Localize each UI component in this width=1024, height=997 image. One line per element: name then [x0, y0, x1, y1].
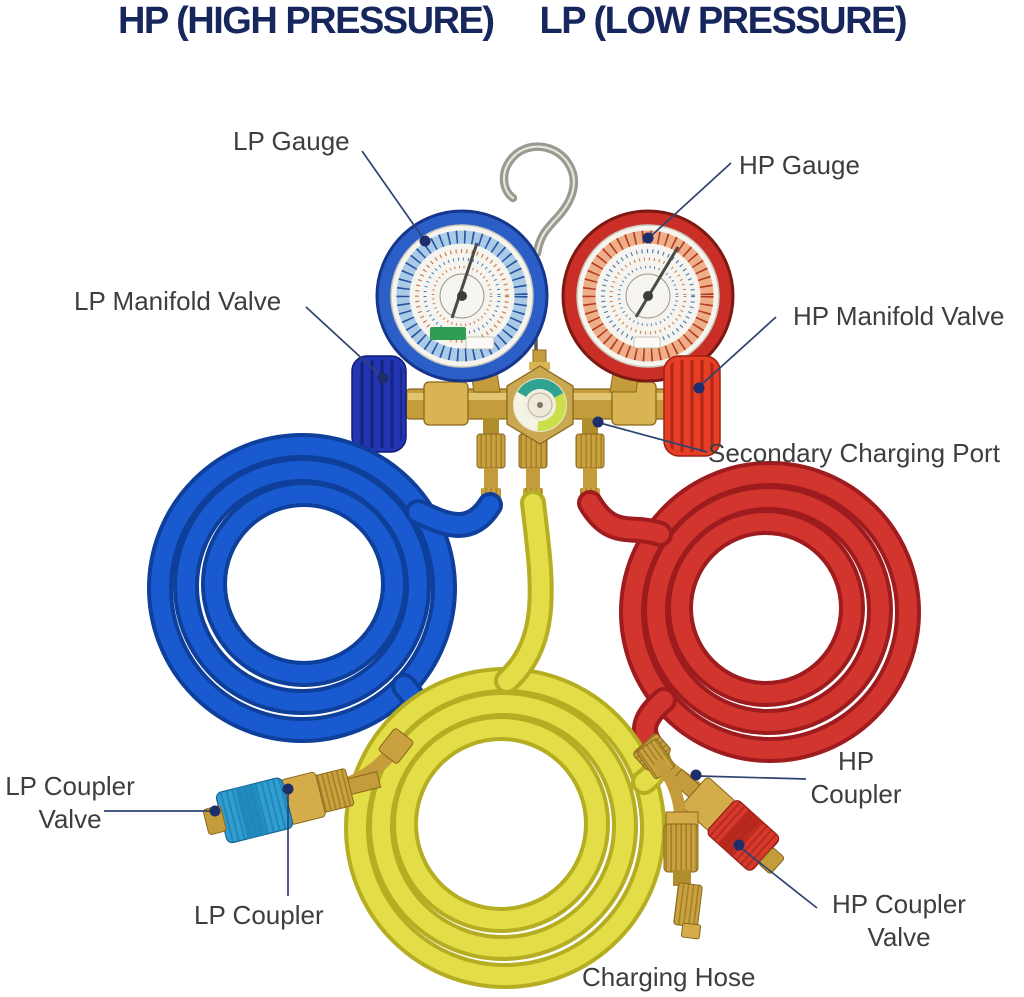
page-title: HP (HIGH PRESSURE) LP (LOW PRESSURE) [0, 0, 1024, 43]
hp-coupler-body [707, 800, 780, 871]
label-charging-hose: Charging Hose [582, 962, 756, 992]
label-hp-manifold-valve: HP Manifold Valve [793, 301, 1005, 331]
label-lp-coupler-valve-line1: LP Coupler [5, 771, 135, 801]
manifold-body [396, 339, 686, 510]
label-lp-manifold-valve: LP Manifold Valve [74, 286, 282, 316]
label-hp-gauge: HP Gauge [739, 150, 860, 180]
lp-gauge-dial [375, 209, 549, 383]
label-hp-coupler-line2: Coupler [810, 779, 902, 809]
label-hp-coupler: HP Coupler [801, 745, 911, 811]
lp-coupler-assembly [203, 728, 414, 844]
label-lp-gauge: LP Gauge [233, 126, 350, 156]
label-lp-coupler: LP Coupler [194, 900, 324, 930]
hp-gauge-dial [561, 209, 735, 383]
lp-hose [147, 433, 503, 763]
lp-manifold-valve-knob [351, 355, 407, 453]
label-hp-coupler-line1: HP [837, 746, 875, 776]
callout-dots [209, 232, 745, 851]
label-hp-coupler-valve: HP Coupler Valve [825, 888, 973, 954]
lp-coupler-body [215, 777, 294, 844]
title-lp: LP (LOW PRESSURE) [539, 0, 908, 42]
secondary-charging-port-sight-glass [506, 349, 574, 445]
callout-lines [104, 150, 818, 909]
hp-hose [577, 461, 921, 763]
charging-hose-fittings [637, 738, 703, 940]
label-lp-coupler-valve: LP Coupler Valve [0, 770, 140, 836]
hp-coupler-assembly [633, 733, 785, 874]
title-hp: HP (HIGH PRESSURE) [117, 0, 495, 42]
label-lp-coupler-valve-line2: Valve [38, 804, 102, 834]
label-hp-coupler-valve-line2: Valve [867, 922, 931, 952]
label-secondary-charging-port: Secondary Charging Port [708, 438, 1000, 468]
label-hp-coupler-valve-line1: HP Coupler [832, 889, 966, 919]
